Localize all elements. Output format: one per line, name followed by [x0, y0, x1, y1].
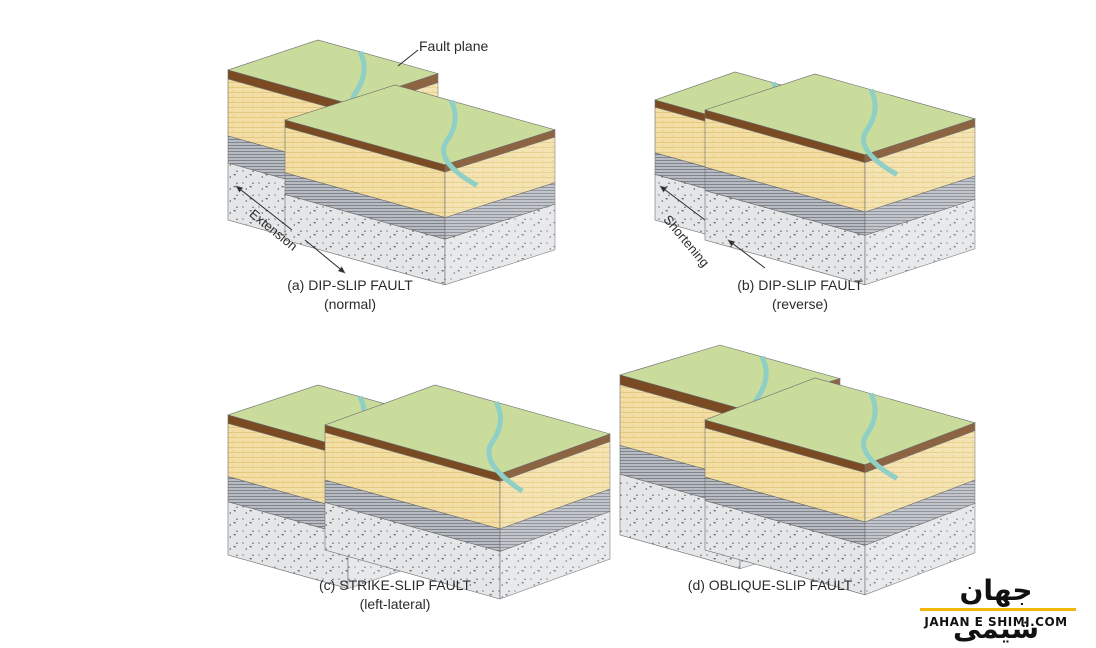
- extension-arrow-left-head: [235, 185, 244, 193]
- site-logo: جهان شیمی JAHAN E SHIMI.COM: [912, 572, 1080, 645]
- caption-d: (d) OBLIQUE-SLIP FAULT: [650, 576, 890, 595]
- caption-d-title: (d) OBLIQUE-SLIP FAULT: [687, 577, 853, 593]
- caption-b-title: (b) DIP-SLIP FAULT: [737, 277, 863, 293]
- caption-a: (a) DIP-SLIP FAULT (normal): [255, 276, 445, 314]
- shortening-arrow-right: [727, 239, 766, 269]
- panel-b-hangingwall-river: [861, 88, 899, 177]
- panel-d-right-river: [861, 392, 899, 481]
- caption-b-sub: (reverse): [771, 296, 828, 312]
- shortening-arrow-left-head: [659, 185, 668, 193]
- shortening-arrow-right-head: [727, 239, 736, 247]
- caption-b: (b) DIP-SLIP FAULT (reverse): [705, 276, 895, 314]
- caption-c: (c) STRIKE-SLIP FAULT (left-lateral): [290, 576, 500, 614]
- panel-b-hangingwall-side-layer-3: [864, 198, 976, 286]
- panel-c-right-river: [486, 401, 524, 494]
- caption-c-sub: (left-lateral): [359, 596, 431, 612]
- panel-a-hangingwall-side-layer-3: [444, 203, 556, 286]
- panel-d-right-side-layer-3: [864, 502, 976, 596]
- shortening-arrow-left: [659, 185, 706, 221]
- extension-arrow-right-head: [337, 266, 346, 274]
- logo-persian-text: جهان شیمی: [952, 574, 1040, 645]
- panel-a-hangingwall-river: [441, 99, 479, 188]
- caption-c-title: (c) STRIKE-SLIP FAULT: [319, 577, 471, 593]
- panel-c-right-side-layer-3: [499, 511, 611, 600]
- logo-accent-bar: [920, 608, 1076, 611]
- extension-arrow-left: [235, 185, 293, 231]
- extension-arrow-right: [304, 239, 346, 274]
- logo-latin-text: JAHAN E SHIMI.COM: [924, 615, 1068, 629]
- fault-plane-label: Fault plane: [419, 38, 489, 54]
- caption-a-title: (a) DIP-SLIP FAULT: [287, 277, 413, 293]
- caption-a-sub: (normal): [323, 296, 377, 312]
